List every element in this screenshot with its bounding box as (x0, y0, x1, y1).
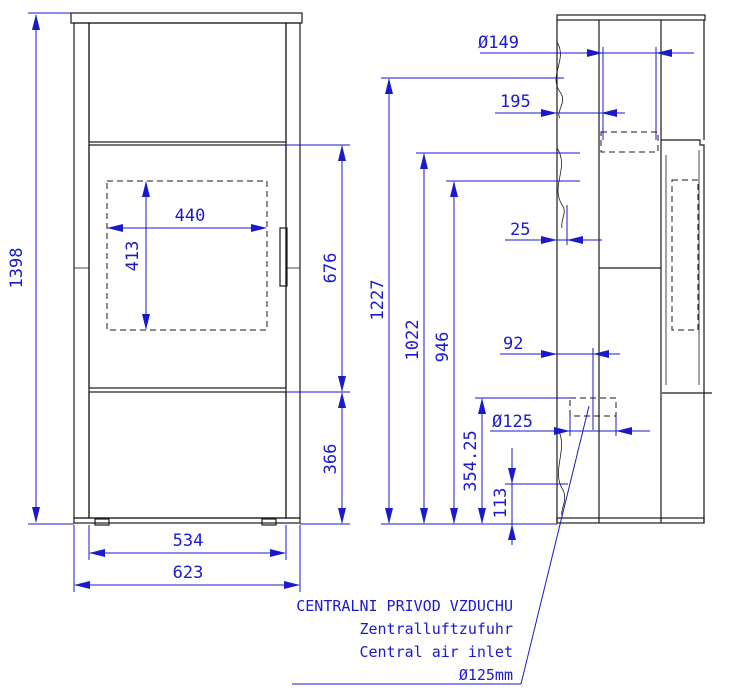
dim-flue-diameter: Ø149 (478, 33, 694, 140)
note-line-cz: CENTRALNI PRIVOD VZDUCHU (296, 597, 513, 615)
dim-height-354: 354.25 (461, 397, 570, 524)
note-line-diameter: Ø125mm (459, 666, 513, 684)
dim-flue-offset: 195 (495, 92, 625, 117)
dim-lower-height: 366 (300, 392, 350, 525)
stove-lower-panel (88, 391, 287, 519)
side-plinth (556, 517, 705, 524)
dim-height-1022: 1022 (403, 152, 580, 524)
stove-foot-left (94, 518, 110, 526)
dim-label-623: 623 (173, 563, 204, 583)
dim-label-92: 92 (503, 334, 523, 354)
side-rear-bulge (661, 139, 705, 393)
dim-door-height: 676 (286, 144, 350, 393)
stove-left-side (73, 22, 90, 519)
dim-label-125: Ø125 (492, 412, 533, 432)
side-view: Ø149 195 1227 1022 (292, 14, 712, 685)
break-line-low (556, 427, 566, 517)
dim-label-25: 25 (510, 220, 530, 240)
dim-overall-height: 1398 (7, 12, 74, 525)
dim-window-height: 413 (123, 181, 150, 330)
stove-upper-panel (88, 22, 287, 143)
dim-label-195: 195 (500, 92, 531, 112)
dim-air-diameter: Ø125 (490, 412, 650, 436)
dim-label-354-25: 354.25 (461, 430, 481, 491)
dim-label-1227: 1227 (368, 280, 388, 321)
front-view: 1398 440 413 676 (7, 12, 350, 592)
dim-height-113: 113 (491, 448, 568, 545)
stove-foot-right (261, 518, 277, 526)
dim-inner-width: 534 (88, 525, 287, 560)
break-line-mid (556, 147, 565, 229)
stove-door (88, 144, 287, 389)
side-rear-lower (662, 392, 712, 523)
break-line-top (555, 41, 564, 119)
air-inlet-note: CENTRALNI PRIVOD VZDUCHU Zentralluftzufu… (296, 597, 513, 684)
dim-height-946: 946 (433, 180, 580, 524)
door-handle (279, 227, 288, 287)
dim-label-149: Ø149 (478, 33, 519, 53)
stove-plinth (73, 517, 301, 524)
dim-label-1398: 1398 (7, 248, 27, 289)
dim-window-width: 440 (107, 206, 267, 232)
dim-label-113: 113 (491, 488, 511, 519)
dim-label-1022: 1022 (403, 320, 423, 361)
note-leader-line (520, 405, 590, 685)
note-line-en: Central air inlet (359, 643, 513, 661)
dim-offset-25: 25 (505, 205, 602, 245)
side-top-cap (556, 14, 706, 21)
dim-label-366: 366 (321, 444, 341, 475)
dim-height-1227: 1227 (368, 77, 564, 525)
dim-label-946: 946 (433, 332, 453, 363)
side-rear-window (671, 179, 699, 331)
viewing-window (106, 180, 268, 331)
dim-outer-width: 623 (73, 525, 301, 592)
stove-top-cap (70, 12, 303, 24)
dim-label-440: 440 (175, 206, 206, 226)
dim-label-534: 534 (173, 531, 204, 551)
dim-offset-92: 92 (500, 334, 620, 430)
flue-outlet (600, 131, 659, 153)
stove-right-side (285, 22, 301, 519)
dim-label-676: 676 (321, 253, 341, 284)
note-line-de: Zentralluftzufuhr (359, 620, 513, 638)
dim-label-413: 413 (123, 241, 143, 272)
